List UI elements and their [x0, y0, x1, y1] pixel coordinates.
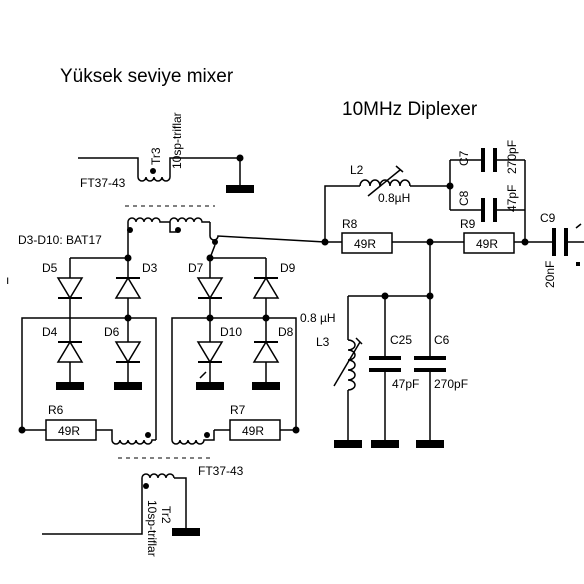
r7-value: 49R [242, 424, 264, 438]
diode-d8: D8 [252, 314, 294, 390]
tr2-core-label: FT37-43 [198, 464, 244, 478]
d4-label: D4 [42, 325, 58, 339]
tr3-core-label: FT37-43 [80, 176, 126, 190]
title-diplexer: 10MHz Diplexer [342, 99, 478, 120]
d5-label: D5 [42, 261, 58, 275]
center-tap-wire [169, 222, 178, 233]
l3-ground-symbol [334, 440, 362, 448]
tr3-transformer: Tr3 10sp-triflar FT37-43 [78, 112, 254, 193]
c7-value: 270pF [505, 140, 519, 174]
r7-label: R7 [230, 403, 246, 417]
r6-label: R6 [48, 403, 64, 417]
tr2-label: Tr2 [159, 506, 173, 524]
c9-value: 20nF [543, 261, 557, 288]
diode-d7: D7 [188, 254, 224, 318]
c8-label: C8 [457, 190, 471, 206]
mixer-top-coils [127, 217, 326, 245]
diode-d4: D4 [42, 318, 84, 390]
diode-d3: D3 [114, 254, 158, 318]
diode-note: D3-D10: BAT17 [18, 233, 102, 247]
r8-value: 49R [354, 237, 376, 251]
r6-value: 49R [58, 424, 80, 438]
d8-ground-symbol [252, 382, 280, 390]
resistor-r7: R7 49R [214, 403, 300, 441]
c25-label: C25 [390, 333, 412, 347]
d4-ground-symbol [56, 382, 84, 390]
title-mixer: Yüksek seviye mixer [60, 66, 234, 87]
d8-label: D8 [278, 325, 294, 339]
capacitor-c25: C25 47pF [369, 296, 419, 448]
resistor-r9: R9 49R [460, 217, 515, 254]
tr3-junction [236, 154, 244, 162]
tr3-secondary-right [169, 217, 210, 223]
resistor-r6: R6 49R [18, 403, 113, 441]
right-inner-wire [171, 317, 210, 440]
l3-label: L3 [316, 335, 330, 349]
c8-value: 47pF [505, 185, 519, 212]
tr3-secondary-dot-right [212, 239, 218, 245]
diode-d5: D5 [42, 258, 84, 318]
tr2-primary-right [171, 430, 215, 445]
tr2-input-wire [42, 478, 143, 535]
l3-value: 0.8 µH [300, 311, 336, 325]
c9-label: C9 [540, 211, 556, 225]
left-outer-wire [21, 317, 70, 430]
c6-ground-symbol [416, 440, 444, 448]
l2-label: L2 [350, 163, 364, 177]
tr3-ground-wire [169, 157, 241, 185]
d3-label: D3 [142, 261, 158, 275]
mixer-bottom-coils [111, 430, 215, 445]
capacitor-c9: C9 20nF [540, 211, 584, 288]
capacitor-c8: C8 47pF [450, 185, 525, 222]
tr2-primary-dot-right [204, 432, 210, 438]
d10-label: D10 [220, 325, 242, 339]
d10-ground-symbol [196, 382, 224, 390]
resistor-r8: R8 49R [341, 217, 393, 254]
tr2-secondary-coil [141, 473, 175, 479]
tr2-ground-symbol [172, 528, 200, 536]
r8-label: R8 [342, 217, 358, 231]
c6-value: 270pF [434, 377, 468, 391]
d6-ground-symbol [114, 382, 142, 390]
tr2-winding-label: 10sp-triflar [145, 500, 159, 557]
tr2-ground-wire [174, 477, 187, 528]
tr2-primary-left [111, 439, 156, 445]
tr3-secondary-left [127, 217, 170, 232]
diode-d9: D9 [252, 258, 296, 318]
tr3-primary-coil [137, 176, 171, 182]
l2-value: 0.8µH [378, 191, 410, 205]
right-outer-wire [266, 317, 297, 430]
inductor-l2: L2 0.8µH [324, 163, 450, 242]
c7-label: C7 [457, 150, 471, 166]
d9-label: D9 [280, 261, 296, 275]
r9-value: 49R [476, 237, 498, 251]
tr3-phase-dot [150, 168, 156, 174]
tr2-transformer: Tr2 10sp-triflar FT37-43 [42, 464, 244, 557]
tr3-winding-label: 10sp-triflar [170, 112, 184, 169]
edge-mark: ı [6, 273, 9, 287]
c25-value: 47pF [392, 377, 419, 391]
c6-label: C6 [434, 333, 450, 347]
d6-label: D6 [104, 325, 120, 339]
capacitor-c7: C7 270pF [450, 140, 525, 174]
r9-label: R9 [460, 217, 476, 231]
tr3-secondary-dot-left [127, 227, 133, 233]
tr2-phase-dot [143, 483, 149, 489]
capacitor-c6: C6 270pF [414, 296, 468, 448]
c25-ground-symbol [371, 440, 399, 448]
tr3-input-wire [78, 157, 139, 177]
tr3-ground-symbol [226, 185, 254, 193]
tr3-label: Tr3 [149, 147, 163, 165]
left-inner-wire [128, 317, 157, 440]
inductor-l3: 0.8 µH L3 [300, 296, 363, 448]
diode-d6: D6 [104, 314, 142, 390]
diode-d10: D10 [196, 314, 242, 390]
d7-label: D7 [188, 261, 204, 275]
tr2-primary-dot-left [145, 432, 151, 438]
mixer-output-wire [209, 222, 326, 243]
